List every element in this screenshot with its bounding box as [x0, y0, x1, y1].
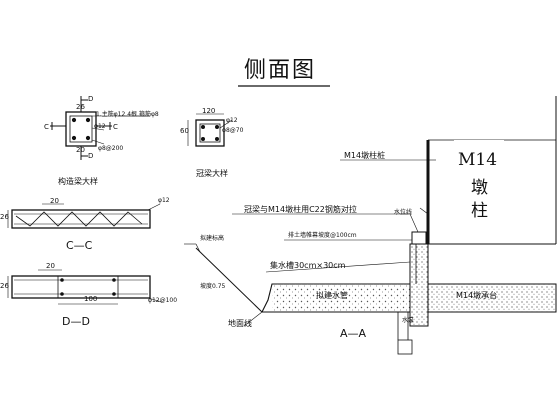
ann-ground: 地面线 [228, 319, 252, 328]
section-dd [7, 269, 163, 305]
cc-rebar: φ12 [158, 197, 170, 204]
dd-rebar: φ12@100 [148, 297, 178, 304]
sump-pit [409, 243, 429, 327]
cc-outline [11, 209, 151, 229]
ann-column: M14墩柱桩 [344, 151, 386, 160]
ann-water-level: 水位线 [394, 209, 413, 216]
crown-outline [195, 119, 225, 147]
crown-detail-name: 冠梁大样 [196, 169, 228, 178]
ann-beam: 冠梁与M14墩柱用C22钢筋对拉 [244, 205, 357, 214]
column-note: 1.主筋φ12 4根 箍筋φ8 [96, 111, 159, 118]
ann-slope: 坡度0.75 [200, 283, 226, 290]
dd-dim-3: 100 [84, 295, 98, 303]
crown-rebar-2: φ8@70 [222, 127, 244, 134]
cc-dim-2: 20 [50, 197, 59, 205]
section-cc [7, 203, 161, 229]
column-cut-d-top: D [88, 95, 94, 103]
ann-sump-pit: 水泵 [402, 317, 415, 324]
column-rebar-2: φ8@200 [98, 145, 124, 152]
column-dim-bottom: 20 [76, 146, 85, 154]
slope-line [195, 247, 263, 313]
ann-left-top: 拟建标高 [200, 235, 225, 242]
section-aa-label: A—A [340, 327, 367, 340]
pier-label-box [454, 140, 504, 242]
dd-dim-1: 20 [46, 262, 55, 270]
dd-dim-2: 26 [0, 282, 9, 290]
column-rebar [71, 117, 77, 123]
ann-sump: 集水槽30cm×30cm [270, 261, 346, 270]
cc-dim-1: 26 [0, 213, 9, 221]
crown-stirrup [199, 123, 221, 143]
column-rebar [71, 135, 77, 141]
main-section [184, 96, 557, 355]
ann-pier-ground: M14墩承台 [456, 291, 498, 300]
column-cut-d-bottom: D [88, 152, 94, 160]
section-cc-label: C—C [66, 239, 93, 252]
column-rebar [85, 135, 91, 141]
crown-dim-h: 60 [180, 127, 189, 135]
ann-drain: 排土墙帷幕坡度@100cm [288, 232, 357, 239]
pier-label-m14: M14 [458, 150, 498, 170]
column-stirrup [69, 115, 93, 143]
crown-dim-w: 120 [202, 107, 216, 115]
column-detail-name: 构造梁大样 [58, 177, 98, 186]
pipe-bedding [272, 284, 410, 312]
pier-cap [427, 283, 557, 313]
drawing-title: 侧面图 [244, 58, 317, 83]
pump-box [397, 339, 413, 355]
crown-rebar-1: φ12 [226, 117, 238, 124]
crown-beam-detail [187, 113, 233, 147]
column-rebar [85, 117, 91, 123]
column-rebar-1: φ12 [94, 123, 106, 130]
column-cut-c-right: C [113, 123, 118, 131]
cc-zigzag-rebar [15, 211, 143, 227]
ann-pipe: 拟建水管 [316, 291, 348, 300]
pier-label-column: 墩柱 [467, 178, 487, 224]
column-outline [65, 111, 97, 147]
dd-outline [11, 275, 151, 299]
section-dd-label: D—D [62, 315, 90, 328]
column-cut-c-left: C [44, 123, 49, 131]
crown-beam [411, 231, 427, 245]
column-dim-top: 26 [76, 103, 85, 111]
